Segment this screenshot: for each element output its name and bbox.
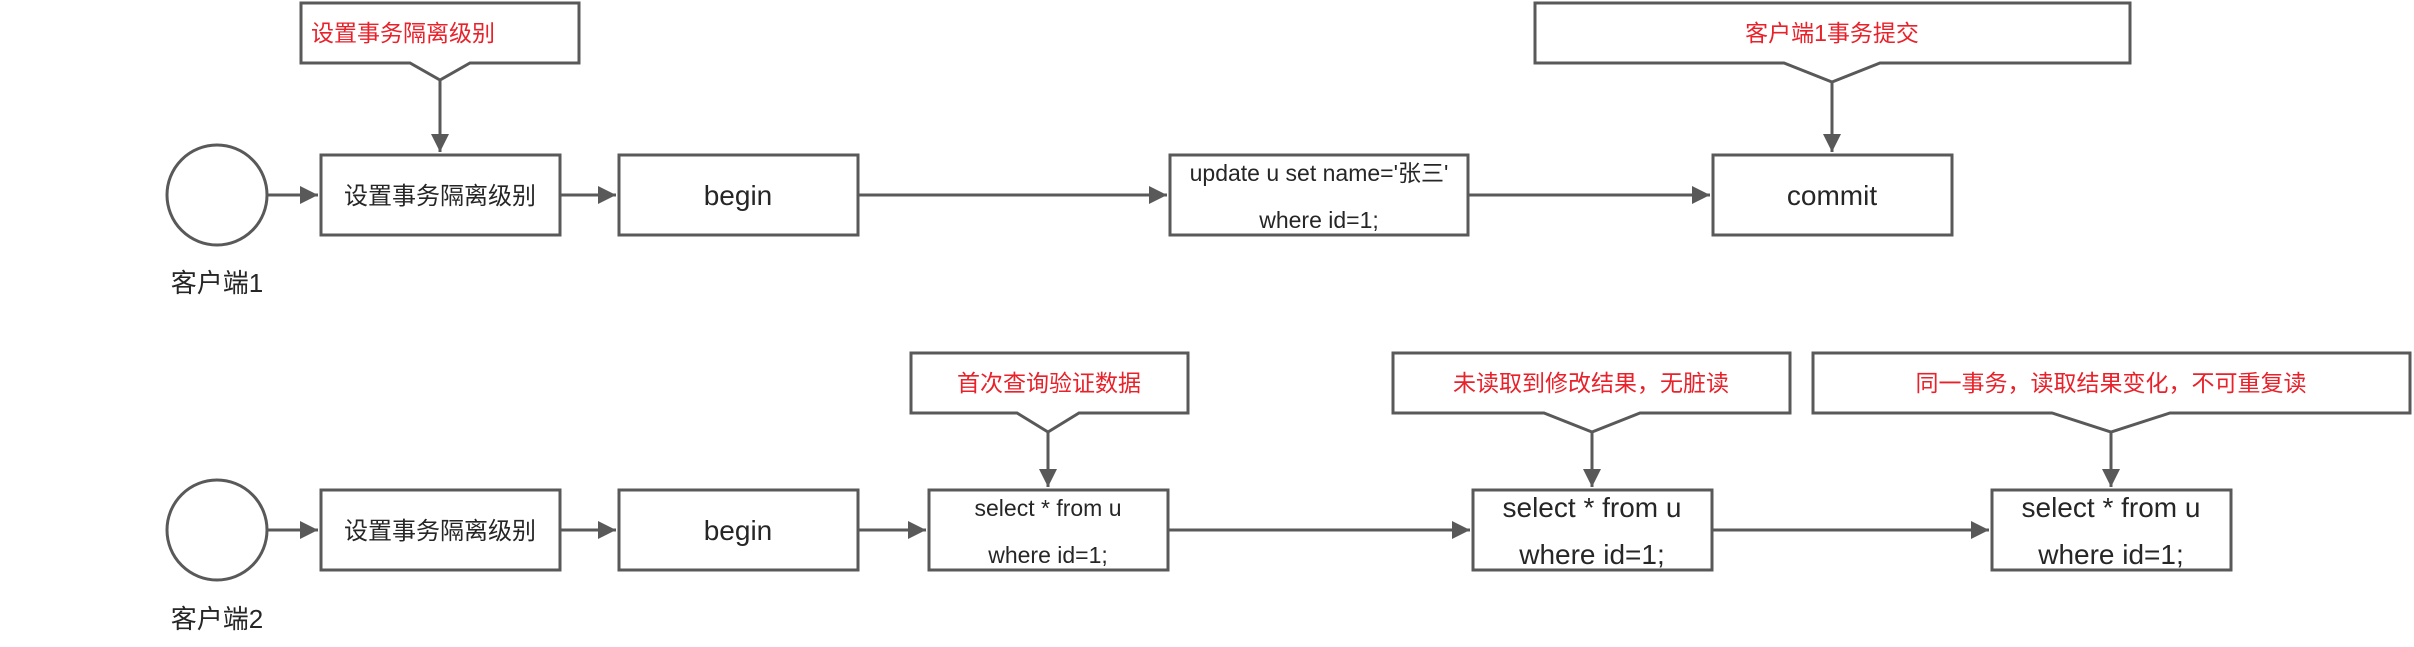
client1-commit-text: commit <box>1787 180 1877 211</box>
client2-note-select3-text: 同一事务，读取结果变化，不可重复读 <box>1916 370 2307 396</box>
client2-select2-box <box>1471 488 1714 572</box>
client2-set-isolation-text: 设置事务隔离级别 <box>344 518 536 545</box>
client1-commit-box <box>1711 153 1954 237</box>
client2-lane: 客户端2 设置事务隔离级别 begin select * from u wher… <box>165 351 2412 634</box>
client1-label: 客户端1 <box>171 268 263 298</box>
client2-note-select1-text: 首次查询验证数据 <box>957 370 1141 396</box>
client2-label: 客户端2 <box>171 604 263 634</box>
client2-start-node <box>165 478 269 582</box>
client2-set-isolation-box <box>319 488 562 572</box>
client2-select1-line2: where id=1; <box>987 542 1108 568</box>
client1-lane: 客户端1 设置事务隔离级别 begin update u set name='张… <box>165 1 2132 298</box>
client1-note-set-isolation-callout <box>299 1 581 82</box>
client2-select3-box <box>1990 488 2233 572</box>
client1-begin-box <box>617 153 860 237</box>
client2-note-select3-callout <box>1811 351 2412 434</box>
client2-select3-line2: where id=1; <box>2037 539 2184 570</box>
client1-set-isolation-box <box>319 153 562 237</box>
client1-note-commit-text: 客户端1事务提交 <box>1745 20 1919 46</box>
client2-select2-line1: select * from u <box>1503 492 1682 523</box>
client2-begin-text: begin <box>704 515 773 546</box>
client1-set-isolation-text: 设置事务隔离级别 <box>344 183 536 210</box>
client2-select2-line2: where id=1; <box>1518 539 1665 570</box>
client1-begin-text: begin <box>704 180 773 211</box>
client1-note-commit-callout <box>1533 1 2132 84</box>
client1-note-set-isolation-text: 设置事务隔离级别 <box>311 20 495 46</box>
client2-note-select2-text: 未读取到修改结果，无脏读 <box>1453 370 1729 396</box>
client1-start-node <box>165 143 269 247</box>
client1-update-line2: where id=1; <box>1258 207 1379 233</box>
client2-select3-line1: select * from u <box>2022 492 2201 523</box>
client2-select1-line1: select * from u <box>975 495 1122 521</box>
client2-note-select1-callout <box>909 351 1190 434</box>
client1-update-line1: update u set name='张三' <box>1190 160 1449 186</box>
client1-update-box <box>1168 153 1470 237</box>
client2-note-select2-callout <box>1391 351 1792 434</box>
